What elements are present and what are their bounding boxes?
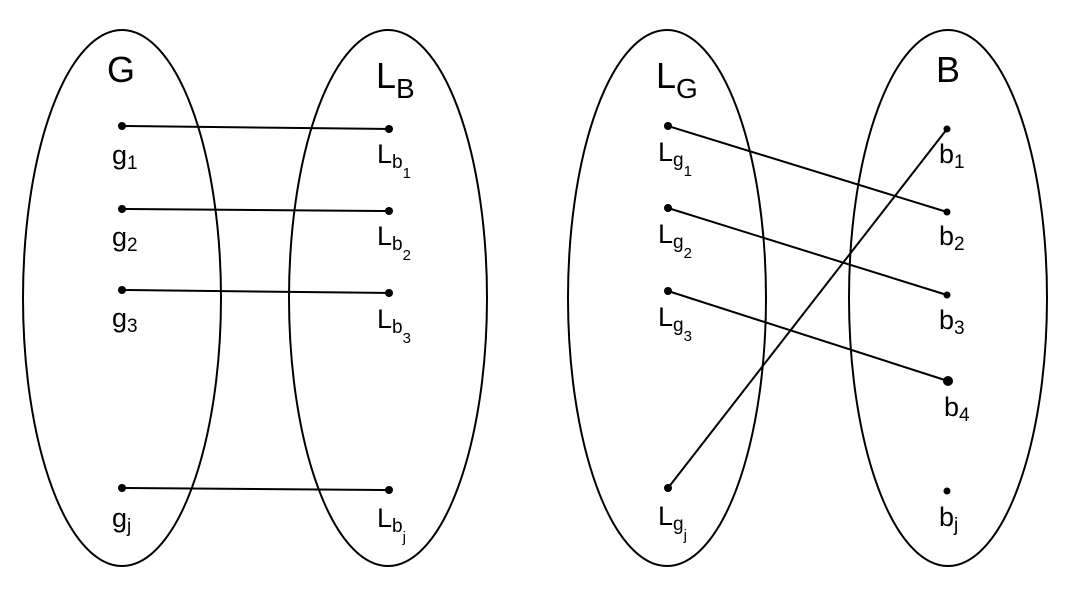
node-lgj bbox=[664, 484, 672, 492]
label-lg3: Lg3 bbox=[658, 302, 692, 345]
label-lb3: Lb3 bbox=[377, 304, 411, 347]
label-lg1: Lg1 bbox=[658, 137, 692, 180]
label-lgj: Lgj bbox=[658, 501, 687, 544]
node-lb1 bbox=[385, 125, 393, 133]
label-lb1: Lb1 bbox=[377, 139, 411, 182]
label-g3: g3 bbox=[112, 303, 138, 337]
right-diagram: LG B Lg1 Lg2 Lg3 Lgj b1 b2 b3 b4 bj bbox=[567, 29, 1048, 567]
label-g1: g1 bbox=[112, 140, 138, 174]
edge-lg3-b4 bbox=[667, 290, 949, 382]
set-lg-title: LG bbox=[656, 55, 698, 104]
label-b1: b1 bbox=[939, 139, 965, 173]
edge-gj-lbj bbox=[121, 487, 390, 491]
node-lb2 bbox=[385, 207, 393, 215]
label-b2: b2 bbox=[939, 221, 965, 255]
node-lg2 bbox=[664, 204, 672, 212]
label-lb2: Lb2 bbox=[377, 221, 411, 264]
node-g3 bbox=[118, 286, 126, 294]
edge-g3-lb3 bbox=[121, 289, 390, 294]
label-bj: bj bbox=[939, 502, 958, 536]
left-diagram: G LB g1 g2 g3 gj Lb1 Lb2 Lb3 Lbj bbox=[22, 29, 488, 567]
node-lb3 bbox=[385, 289, 393, 297]
edge-g2-lb2 bbox=[121, 208, 390, 212]
set-g-title: G bbox=[107, 49, 135, 90]
node-b4 bbox=[943, 376, 953, 386]
edge-lg1-b2 bbox=[667, 125, 948, 213]
node-bj bbox=[943, 487, 951, 495]
node-lg3 bbox=[664, 287, 672, 295]
node-b3 bbox=[943, 291, 951, 299]
label-b3: b3 bbox=[939, 305, 965, 339]
edge-lg2-b3 bbox=[667, 207, 948, 296]
node-b1 bbox=[943, 125, 951, 133]
label-lg2: Lg2 bbox=[658, 219, 692, 262]
node-lg1 bbox=[664, 122, 672, 130]
node-lbj bbox=[385, 486, 393, 494]
node-gj bbox=[118, 484, 126, 492]
label-gj: gj bbox=[112, 503, 131, 537]
set-b-ellipse bbox=[848, 29, 1048, 567]
label-b4: b4 bbox=[944, 392, 970, 426]
node-g2 bbox=[118, 205, 126, 213]
set-b-title: B bbox=[936, 49, 960, 90]
edge-g1-lb1 bbox=[121, 125, 390, 130]
node-b2 bbox=[943, 208, 951, 216]
node-g1 bbox=[118, 122, 126, 130]
set-lb-title: LB bbox=[376, 55, 415, 104]
set-lg-ellipse bbox=[567, 29, 767, 567]
label-lbj: Lbj bbox=[377, 503, 406, 546]
label-g2: g2 bbox=[112, 222, 138, 256]
edge-lgj-b1 bbox=[667, 128, 948, 489]
set-g-ellipse bbox=[22, 29, 222, 567]
set-lb-ellipse bbox=[288, 29, 488, 567]
